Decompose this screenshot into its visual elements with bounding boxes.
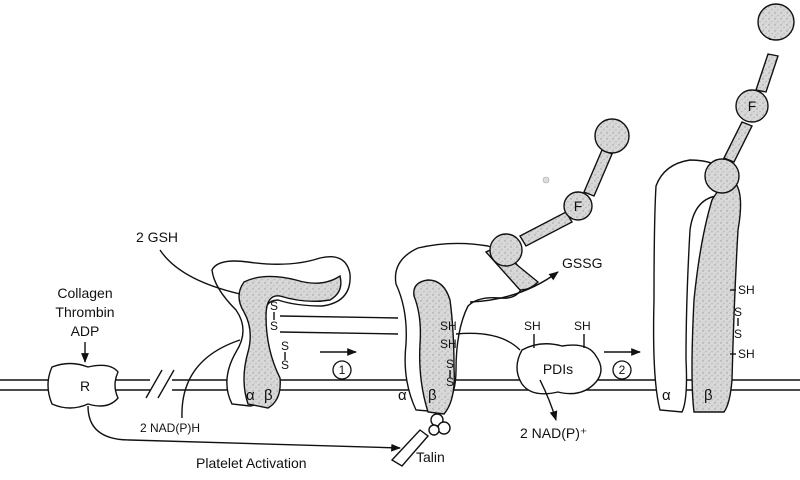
gssg-output: GSSG xyxy=(469,255,602,303)
step2: 2 xyxy=(604,348,641,380)
adp-label: ADP xyxy=(71,323,100,339)
step1: 1 xyxy=(320,348,357,380)
integrin1-s3: S xyxy=(281,339,289,353)
pdis-sh1: SH xyxy=(524,319,541,333)
receptor: R xyxy=(47,362,119,409)
talin-label: Talin xyxy=(416,449,445,465)
thrombin-label: Thrombin xyxy=(55,304,114,320)
talin: Talin xyxy=(390,413,451,467)
integrin-extended-active: α β SH S S SH xyxy=(652,159,755,413)
pdis-sh2: SH xyxy=(574,319,591,333)
integrin1-alpha: α xyxy=(246,387,255,404)
pdis: PDIs SH SH xyxy=(516,319,602,395)
fibrinogen-label-2: F xyxy=(748,98,757,114)
integrin2-s1: S xyxy=(446,357,454,371)
pdi-connection xyxy=(455,332,521,351)
gsh-input: 2 GSH xyxy=(136,229,241,295)
integrin1-s1: S xyxy=(270,299,278,313)
membrane-break-marks xyxy=(145,369,175,399)
integrin2-alpha: α xyxy=(398,387,407,404)
nadp-label: 2 NAD(P)⁺ xyxy=(520,425,587,441)
fibrinogen-intermediate: F xyxy=(489,118,630,267)
integrin2-beta: β xyxy=(428,387,437,404)
gsh-label: 2 GSH xyxy=(136,229,178,245)
integrin2-sh2: SH xyxy=(440,337,457,351)
fibrinogen-active: F xyxy=(704,3,795,194)
integrin2-s2: S xyxy=(446,375,454,389)
agonist-labels: Collagen Thrombin ADP xyxy=(55,285,115,363)
fibrinogen-label-1: F xyxy=(574,198,583,214)
integrin1-beta: β xyxy=(264,387,273,404)
integrin1-s2: S xyxy=(270,319,278,333)
integrin3-s2: S xyxy=(734,327,742,341)
integrin-bent-closed: α β S S S S xyxy=(211,256,351,409)
platelet-activation-label: Platelet Activation xyxy=(196,455,307,471)
nadph-label: 2 NAD(P)H xyxy=(140,421,200,435)
integrin1-s4: S xyxy=(281,358,289,372)
receptor-label: R xyxy=(80,378,90,394)
integrin3-sh2: SH xyxy=(738,347,755,361)
nadp-output: 2 NAD(P)⁺ xyxy=(520,379,587,441)
integrin-intermediate: α β SH SH S S xyxy=(394,242,540,415)
platelet-activation-path: Platelet Activation xyxy=(87,405,401,471)
collagen-label: Collagen xyxy=(57,285,112,301)
step1-label: 1 xyxy=(339,363,346,377)
pdis-label: PDIs xyxy=(543,361,573,377)
redox-transfer-lines xyxy=(279,315,399,335)
integrin3-beta: β xyxy=(704,387,713,404)
integrin3-alpha: α xyxy=(662,387,671,404)
integrin3-s1: S xyxy=(734,305,742,319)
gssg-label: GSSG xyxy=(562,255,602,271)
integrin2-sh1: SH xyxy=(440,319,457,333)
nadph-input: 2 NAD(P)H xyxy=(140,339,241,435)
integrin3-sh1: SH xyxy=(738,283,755,297)
step2-label: 2 xyxy=(619,363,626,377)
